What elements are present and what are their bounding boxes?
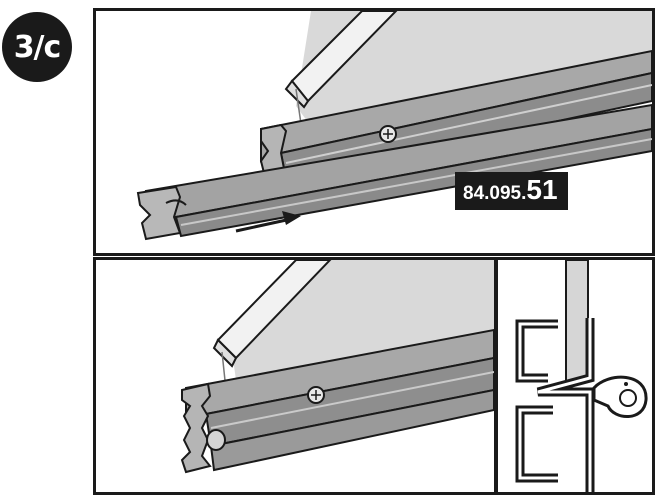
upper-profile-section xyxy=(515,319,558,383)
lower-rail xyxy=(136,103,652,241)
glass-clip xyxy=(212,260,332,391)
product-code-suffix: 51 xyxy=(526,174,558,205)
product-code-prefix: 84.095. xyxy=(463,183,527,204)
step-label: 3/c xyxy=(13,29,62,65)
glass-section xyxy=(565,260,589,383)
screw-icon xyxy=(307,386,325,404)
assembled-rail xyxy=(180,328,494,474)
bottom-left-panel xyxy=(93,257,497,495)
screw-icon xyxy=(379,125,397,143)
product-code-label: 84.095.51 xyxy=(455,172,568,210)
step-badge: 3/c xyxy=(2,12,72,82)
glass-clip xyxy=(284,11,398,132)
bottom-left-illustration xyxy=(180,260,494,474)
cross-section-detail xyxy=(515,260,648,492)
glass-pane xyxy=(296,11,652,133)
top-panel xyxy=(93,8,655,256)
arrow-right-icon xyxy=(235,211,301,233)
top-illustration xyxy=(136,11,652,241)
lower-profile-section xyxy=(515,405,558,483)
bottom-right-panel xyxy=(495,257,655,495)
gasket-icon xyxy=(592,375,648,418)
